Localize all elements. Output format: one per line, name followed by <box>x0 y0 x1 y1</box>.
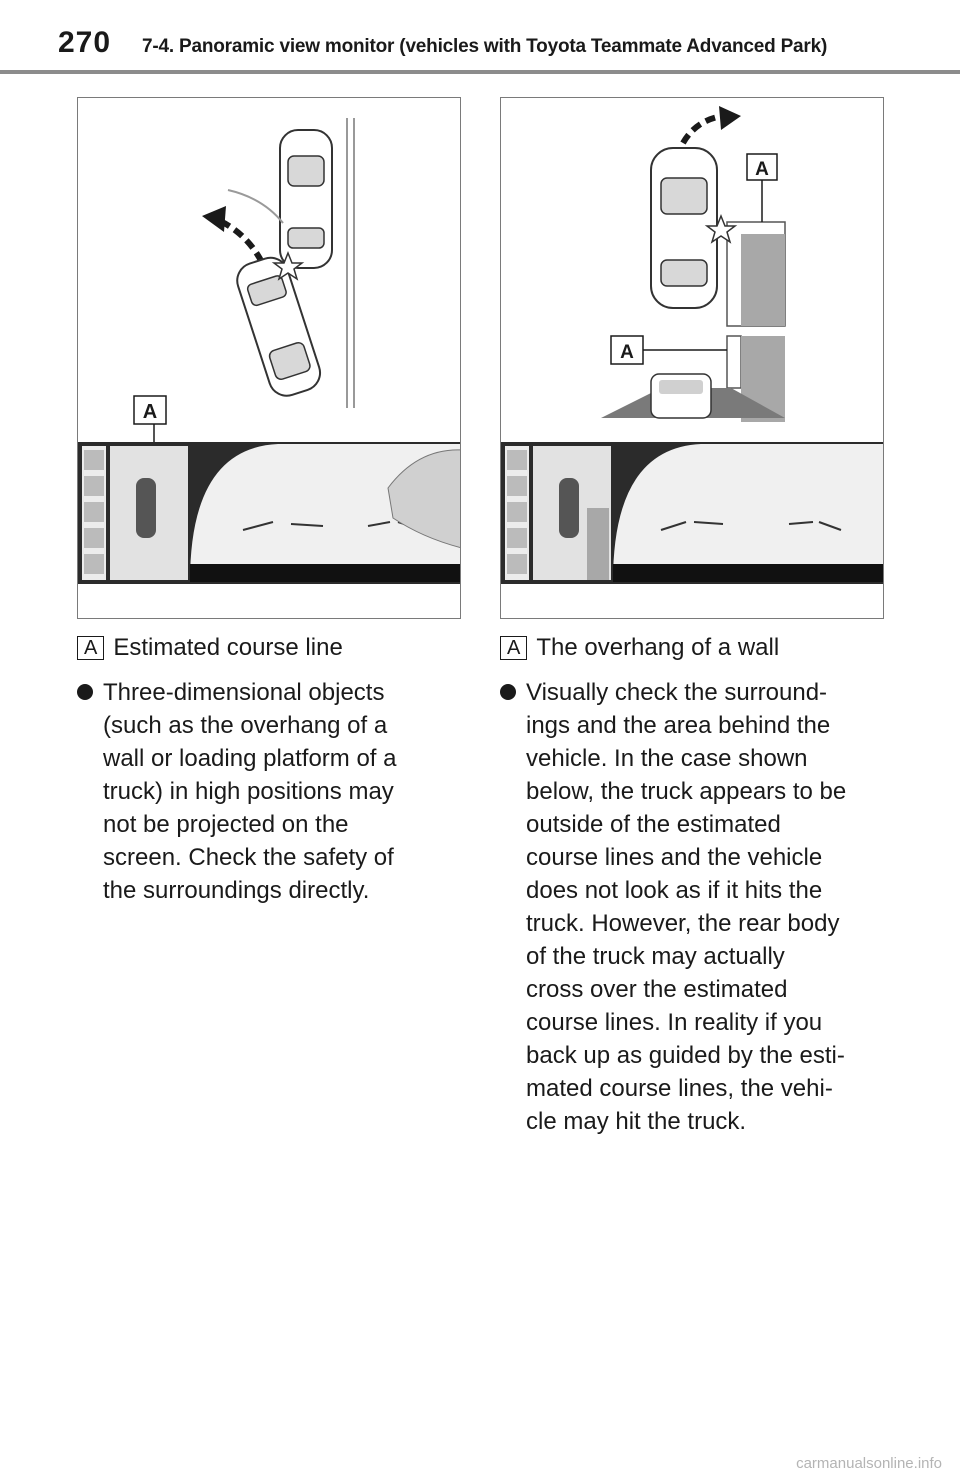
figure-right-callout-label-bottom: A <box>620 342 634 363</box>
header-rule <box>0 70 960 74</box>
monitor-screen <box>78 442 460 584</box>
caption-text: Estimated course line <box>113 634 343 661</box>
caption-text: The overhang of a wall <box>536 634 780 661</box>
watermark: carmanualsonline.info <box>796 1455 942 1472</box>
collision-star-icon <box>271 250 305 281</box>
page-number: 270 <box>58 26 112 59</box>
figure-right-illustration: A A <box>501 106 883 584</box>
backing-car-icon <box>236 256 322 397</box>
caption-label-box: A <box>77 636 105 660</box>
bullet-three-dimensional-objects: Three-dimensional objects (such as the o… <box>77 676 457 907</box>
figure-estimated-course-line: A <box>77 97 461 619</box>
bullet-text: Visually check the surround- ings and th… <box>526 679 847 1135</box>
parked-car-icon <box>279 129 333 269</box>
bullet-icon <box>500 684 516 700</box>
collision-star-icon <box>704 213 738 244</box>
bullet-text: Three-dimensional objects (such as the o… <box>103 679 397 904</box>
figure-right-callout-label-top: A <box>755 159 769 180</box>
caption-estimated-course-line: A Estimated course line <box>77 634 343 662</box>
caption-wall-overhang: A The overhang of a wall <box>500 634 779 662</box>
figure-left-illustration: A <box>78 118 460 584</box>
figure-wall-overhang: A A <box>500 97 884 619</box>
truck-rear-icon <box>650 373 712 419</box>
wall-overhang-icon <box>726 221 786 422</box>
bullet-visually-check: Visually check the surround- ings and th… <box>500 676 890 1138</box>
monitor-screen <box>501 442 883 584</box>
caption-label-box: A <box>500 636 528 660</box>
bullet-icon <box>77 684 93 700</box>
figure-left-callout-label: A <box>143 401 157 423</box>
vehicle-icon <box>650 147 718 309</box>
dashed-arrow-icon <box>680 106 741 145</box>
chapter-title: 7-4. Panoramic view monitor (vehicles wi… <box>142 36 828 57</box>
